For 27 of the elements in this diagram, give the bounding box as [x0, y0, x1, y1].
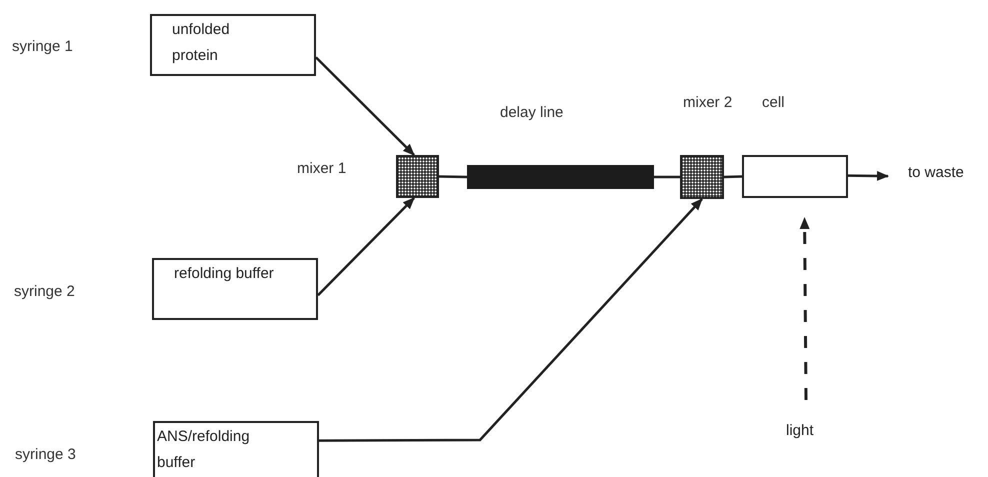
- node-text: ANS/refolding buffer: [157, 427, 251, 473]
- connector-line: [438, 175, 468, 178]
- connector-line: [848, 170, 889, 181]
- connector-line: [319, 198, 703, 442]
- connector-line: [724, 175, 742, 178]
- syringe-box: [150, 14, 316, 76]
- syringe-label: syringe 3: [15, 446, 76, 463]
- mixer-label: mixer 1: [297, 160, 346, 177]
- cell-label: cell: [762, 94, 785, 111]
- node-text: refolding buffer: [174, 264, 275, 284]
- syringe-box: [153, 421, 319, 477]
- delay-line-label: delay line: [500, 104, 564, 121]
- node-text: light: [786, 421, 815, 441]
- connector-line: [317, 197, 415, 296]
- mixer-label: mixer 2: [683, 94, 732, 111]
- syringe-label: syringe 2: [14, 283, 75, 300]
- node-text: to waste: [908, 163, 965, 183]
- mixer-box: [680, 155, 724, 199]
- syringe-label: syringe 1: [12, 38, 73, 55]
- syringe-box: [152, 258, 318, 320]
- mixer-box: [396, 155, 439, 198]
- connector-line: [315, 56, 415, 156]
- dashed-arrow: [800, 217, 810, 400]
- node-text: unfolded protein: [172, 20, 231, 66]
- cell-box: [742, 155, 848, 198]
- connector-line: [654, 176, 680, 178]
- delay-line-bar: [467, 165, 654, 189]
